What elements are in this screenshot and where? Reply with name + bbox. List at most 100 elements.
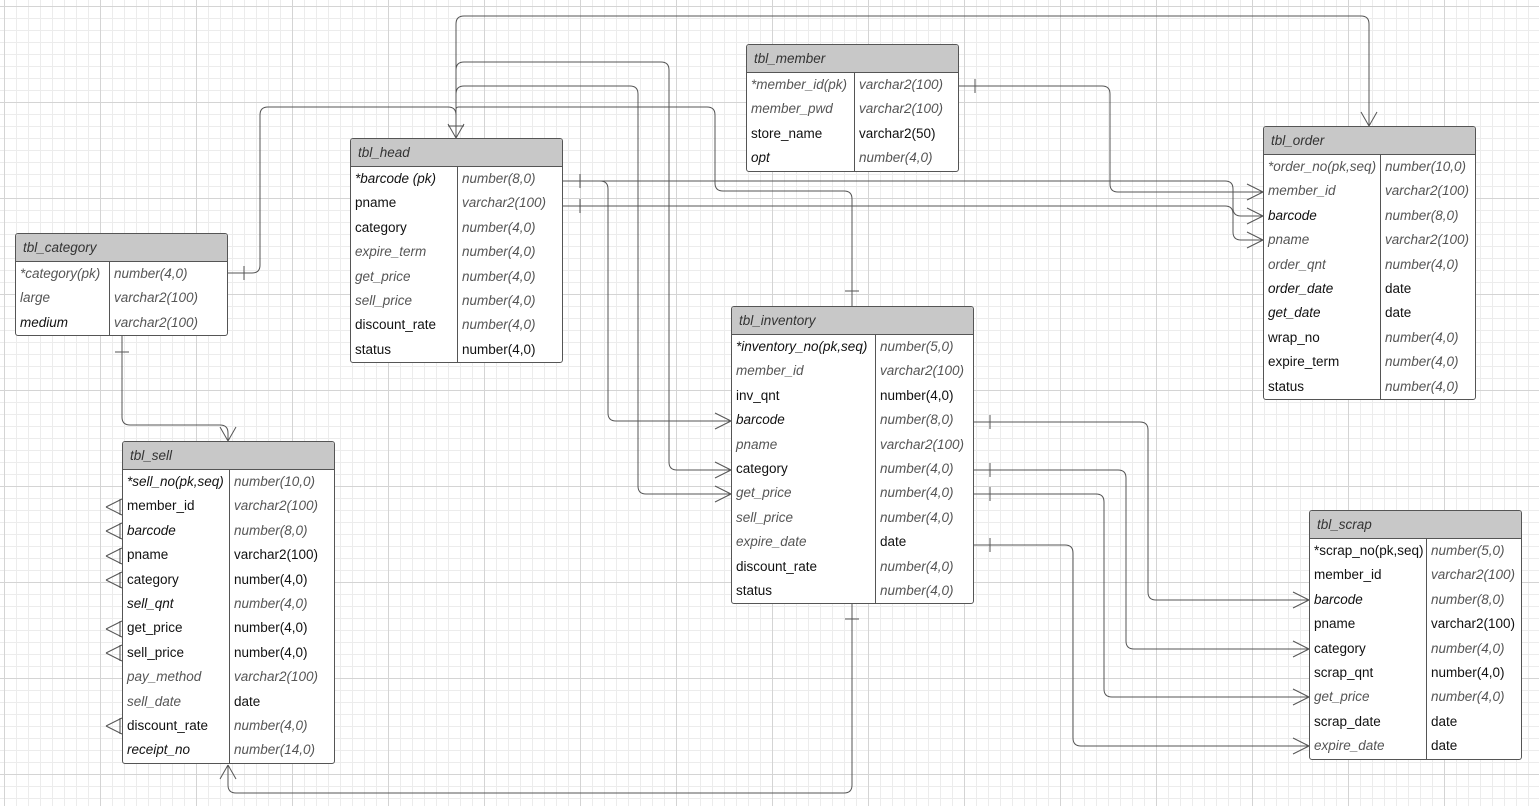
column-row[interactable]: *barcode (pk)number(8,0) [351, 167, 562, 192]
crowfoot-marker [714, 469, 732, 479]
table-title: tbl_category [16, 234, 227, 262]
column-name: barcode [1310, 587, 1427, 613]
tbl-category-table[interactable]: tbl_category*category(pk)number(4,0)larg… [15, 233, 228, 337]
column-type: number(4,0) [234, 571, 308, 587]
tbl-order-table[interactable]: tbl_order*order_no(pk,seq)number(10,0)me… [1263, 126, 1476, 400]
column-type: varchar2(100) [859, 77, 944, 92]
column-name: member_id [1264, 179, 1381, 204]
column-type: number(8,0) [1431, 591, 1505, 607]
column-name: order_qnt [1264, 252, 1381, 277]
column-name: member_id [123, 494, 230, 519]
tbl-sell-table[interactable]: tbl_sell*sell_no(pk,seq)number(10,0)memb… [122, 441, 335, 764]
table-title: tbl_member [747, 45, 958, 73]
column-type: number(4,0) [462, 219, 536, 235]
crowfoot-marker [1292, 599, 1310, 609]
tbl-member-table[interactable]: tbl_member*member_id(pk) varchar2(100) mem… [746, 44, 959, 172]
column-row[interactable]: *sell_no(pk,seq)number(10,0) [123, 470, 334, 495]
column-name: wrap_no [1264, 325, 1381, 351]
column-row[interactable]: *category(pk)number(4,0) [16, 262, 227, 287]
relationship-line [974, 544, 1309, 747]
column-type: date [1385, 280, 1412, 296]
crowfoot-marker [227, 764, 237, 780]
crowfoot-marker [1368, 111, 1378, 127]
column-type: varchar2(100) [234, 498, 319, 514]
crowfoot-marker [1292, 640, 1310, 650]
crowfoot-marker [1292, 745, 1310, 755]
crowfoot-marker [1292, 688, 1310, 698]
column-type: number(4,0) [1431, 664, 1505, 680]
table-title: tbl_order [1264, 127, 1475, 155]
column-row[interactable]: *inventory_no(pk,seq)number(5,0) [732, 335, 973, 360]
column-name: *member_id(pk) [747, 73, 855, 98]
column-name: expire_date [1310, 734, 1427, 759]
tbl-inventory-table[interactable]: tbl_inventory*inventory_no(pk,seq)number… [731, 306, 974, 605]
crowfoot-marker [105, 620, 123, 630]
tbl-scrap-table[interactable]: tbl_scrap*scrap_no(pk,seq)number(5,0)mem… [1309, 510, 1522, 760]
column-type: varchar2(100) [462, 195, 547, 211]
column-row[interactable]: *order_no(pk,seq)number(10,0) [1264, 155, 1475, 180]
column-name: discount_rate [351, 313, 458, 338]
column-row[interactable]: *scrap_no(pk,seq)number(5,0) [1310, 539, 1521, 564]
column-row[interactable]: *member_id(pk) varchar2(100) [747, 73, 958, 98]
relationship-line [563, 205, 1263, 241]
column-name: expire_date [732, 530, 876, 555]
crowfoot-marker [714, 420, 732, 430]
relationship-line [974, 493, 1309, 698]
crowfoot-marker [714, 461, 732, 471]
column-name: pname [351, 191, 458, 216]
column-name: *barcode (pk) [351, 167, 458, 192]
column-name: member_id [732, 359, 876, 384]
